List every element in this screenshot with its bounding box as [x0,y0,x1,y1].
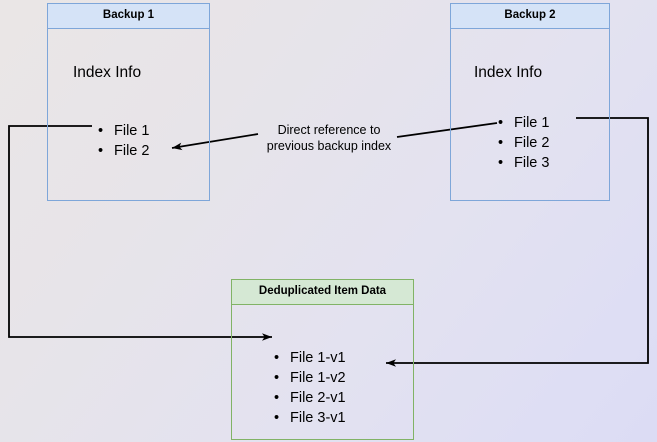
backup2-title: Backup 2 [451,4,609,29]
backup1-title: Backup 1 [48,4,209,29]
backup1-box[interactable]: Backup 1 Index Info File 1 File 2 [47,3,210,201]
deduplicated-file-list: File 1-v1 File 1-v2 File 2-v1 File 3-v1 [274,348,346,428]
annotation-line-2: previous backup index [266,139,392,153]
list-item: File 1 [498,113,549,133]
annotation-label: Direct reference to previous backup inde… [251,122,407,154]
backup1-file-list: File 1 File 2 [98,121,149,161]
list-item: File 1-v2 [274,368,346,388]
list-item: File 2 [98,141,149,161]
backup2-box[interactable]: Backup 2 Index Info File 1 File 2 File 3 [450,3,610,201]
list-item: File 2 [498,133,549,153]
backup2-file-list: File 1 File 2 File 3 [498,113,549,173]
list-item: File 1 [98,121,149,141]
backup2-index-info-label: Index Info [474,63,543,81]
deduplicated-item-data-title: Deduplicated Item Data [232,280,413,305]
annotation-line-1: Direct reference to [277,123,381,137]
deduplicated-item-data-box[interactable]: Deduplicated Item Data File 1-v1 File 1-… [231,279,414,440]
list-item: File 1-v1 [274,348,346,368]
list-item: File 2-v1 [274,388,346,408]
backup1-index-info-label: Index Info [73,63,142,81]
list-item: File 3-v1 [274,408,346,428]
list-item: File 3 [498,153,549,173]
